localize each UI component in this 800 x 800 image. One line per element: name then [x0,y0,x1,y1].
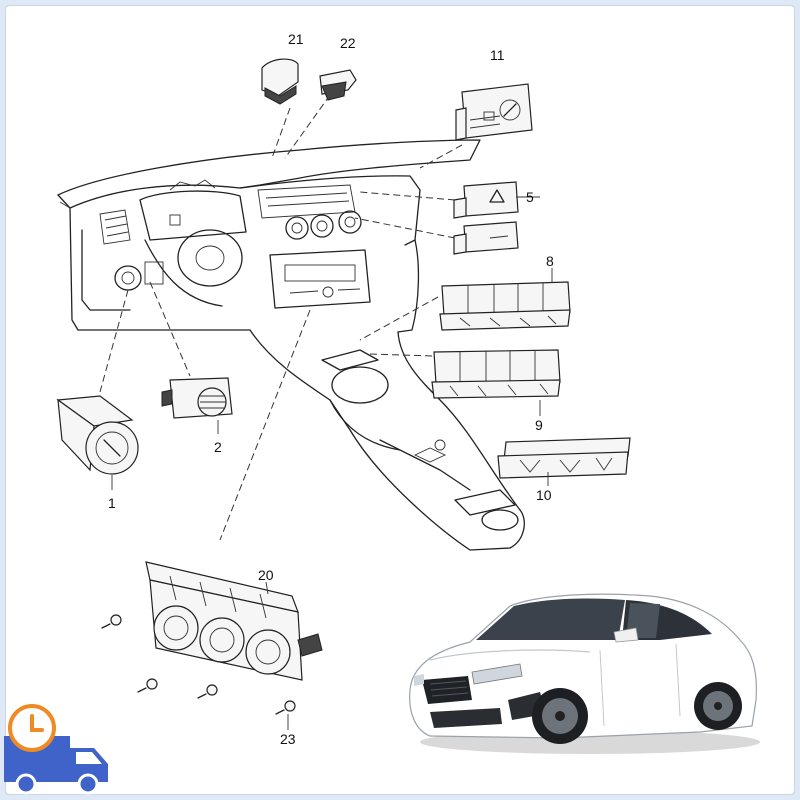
callout-5: 5 [526,189,534,205]
callout-21: 21 [288,31,304,47]
part-23-screws [101,614,296,730]
callout-11: 11 [490,47,505,63]
part-10-panel [497,437,631,486]
part-1-headlight-switch [56,395,139,490]
clock-icon [8,704,56,752]
part-11-switch [455,83,533,141]
callout-8: 8 [546,253,554,269]
delivery-badge [4,704,108,795]
callout-labels: 21 22 11 5 8 9 10 1 2 20 23 [108,31,554,747]
callout-22: 22 [340,35,356,51]
car-illustration [409,593,760,754]
part-9-switch-bar [431,349,561,416]
callout-2: 2 [214,439,222,455]
part-22-button [319,69,357,101]
part-8-switch-bar [439,268,571,331]
dashboard-outline [57,139,525,551]
callout-20: 20 [258,567,274,583]
delivery-truck-icon [4,736,108,795]
part-5-switch-pair [453,181,540,255]
part-20-climate-control [145,561,323,681]
callout-1: 1 [108,495,116,511]
callout-9: 9 [535,417,543,433]
part-21-button [261,58,299,105]
leader-lines [99,94,463,541]
callout-23: 23 [280,731,296,747]
part-2-rotary-switch [161,377,233,434]
callout-10: 10 [536,487,552,503]
